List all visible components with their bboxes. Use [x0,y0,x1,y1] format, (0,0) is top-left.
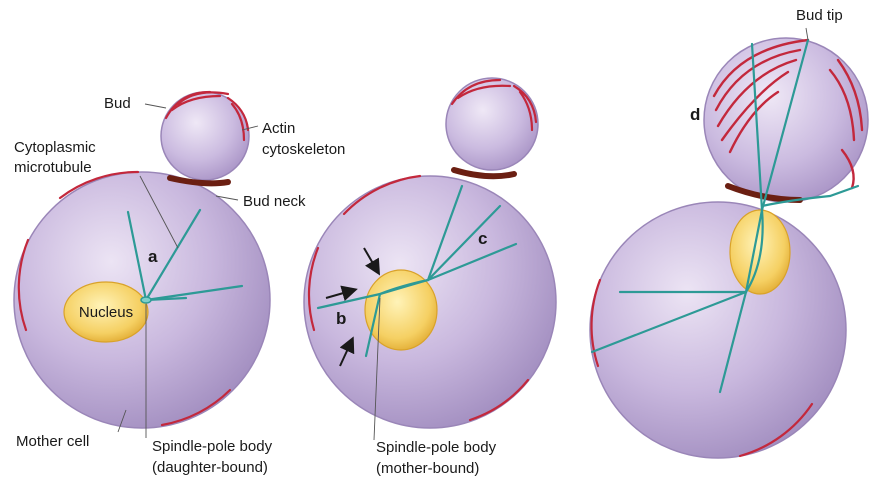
bud-tip-label: Bud tip [796,7,843,24]
actin-label-2: cytoskeleton [262,141,345,158]
spb-mother-label-2: (mother-bound) [376,460,479,477]
panel-letter-a: a [148,247,158,266]
cytoplasmic-label-2: microtubule [14,159,92,176]
panel-letter-c: c [478,229,487,248]
leader-lines [806,28,808,40]
cytoplasmic-label-1: Cytoplasmic [14,139,96,156]
spindle-pole-body [141,297,151,303]
panel-3: Bud tip d [590,7,868,458]
bud-neck [454,170,514,176]
panel-1: Nucleus Bud Actin cytoskeleton Cytoplasm… [14,92,345,476]
mother-cell [590,202,846,458]
panel-2: b c Spindle-pole body (mother-bound) [304,78,556,477]
bud-neck-label: Bud neck [243,193,306,210]
actin-label-1: Actin [262,120,295,137]
spb-mother-label-1: Spindle-pole body [376,439,497,456]
nucleus-label: Nucleus [79,304,133,321]
mother-cell-label: Mother cell [16,433,89,450]
spb-daughter-label-1: Spindle-pole body [152,438,273,455]
bud-cell [446,78,538,170]
bud-label: Bud [104,95,131,112]
panel-letter-d: d [690,105,700,124]
spb-daughter-label-2: (daughter-bound) [152,459,268,476]
panel-letter-b: b [336,309,346,328]
